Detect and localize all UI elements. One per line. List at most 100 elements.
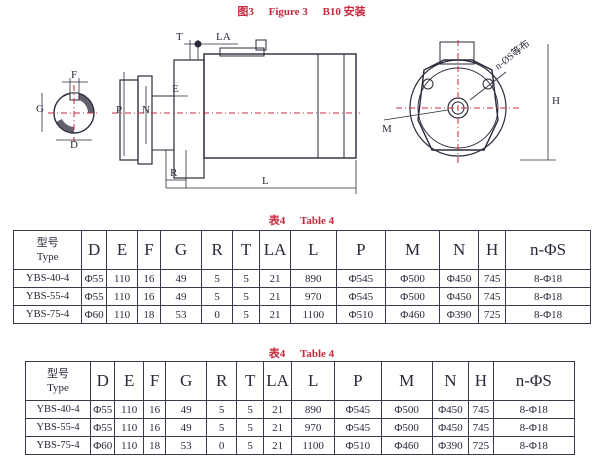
cell: 49: [165, 400, 207, 419]
col-header: n-ΦS: [492, 361, 576, 401]
cell: 16: [137, 269, 161, 288]
col-header: G: [159, 230, 203, 270]
cell: 890: [290, 269, 337, 288]
table-row: YBS-75-4 Φ60 110 18 53 0 5 21 1100 Φ510 …: [12, 305, 591, 324]
table2-title: Table 4: [300, 348, 335, 360]
col-header: LA: [259, 230, 292, 270]
cell: 8-Φ18: [492, 400, 576, 419]
cell: 8-Φ18: [492, 418, 576, 437]
cell: 8-Φ18: [505, 269, 591, 288]
cell: 745: [468, 400, 494, 419]
type-header-en: Type: [47, 382, 69, 394]
cell: 49: [159, 287, 203, 306]
col-header: LA: [262, 361, 293, 401]
col-header: F: [137, 230, 161, 270]
figure-caption: 图3 Figure 3 B10 安装: [0, 3, 603, 19]
cell: Φ450: [438, 269, 480, 288]
table-header-row: 型号 Type D E F G R T LA L P M N H n-ΦS: [24, 361, 576, 401]
cell: 0: [201, 305, 234, 324]
type-header-en: Type: [36, 251, 59, 263]
cell: Φ55: [81, 287, 108, 306]
cell: 21: [262, 436, 293, 455]
spec-table-2: 型号 Type D E F G R T LA L P M N H n-ΦS YB…: [24, 361, 576, 455]
cell: 16: [137, 287, 161, 306]
motor-side-view: T LA E N P R L: [112, 31, 360, 194]
cell: 21: [259, 287, 292, 306]
cell: 1100: [290, 305, 337, 324]
cell: Φ545: [333, 418, 382, 437]
cell: Φ450: [431, 418, 470, 437]
col-header: R: [201, 230, 234, 270]
cell: 970: [290, 287, 337, 306]
col-header: E: [106, 230, 139, 270]
motor-dimension-drawing: F G D T LA E N P R L: [36, 31, 560, 194]
col-header: F: [142, 361, 167, 401]
cell: 5: [236, 400, 264, 419]
table2-caption: 表4 Table 4: [0, 345, 603, 361]
cell-type: YBS-55-4: [24, 418, 92, 437]
col-header: T: [232, 230, 261, 270]
type-header: 型号 Type: [24, 361, 92, 401]
col-header: D: [90, 361, 116, 401]
cell: 8-Φ18: [505, 287, 591, 306]
cell: 0: [205, 436, 238, 455]
type-header: 型号 Type: [12, 230, 83, 270]
cell: Φ390: [431, 436, 470, 455]
cell: 5: [232, 287, 261, 306]
col-header: T: [236, 361, 264, 401]
col-header: H: [478, 230, 507, 270]
cell: 1100: [291, 436, 335, 455]
cell: Φ450: [431, 400, 470, 419]
cell: Φ55: [90, 418, 116, 437]
col-header: N: [438, 230, 480, 270]
cell: 110: [106, 305, 139, 324]
cell: 5: [232, 269, 261, 288]
cell: 110: [114, 436, 144, 455]
cell: Φ500: [380, 400, 433, 419]
cell: Φ55: [90, 400, 116, 419]
col-header: E: [114, 361, 144, 401]
label-D: D: [70, 139, 78, 151]
cell: Φ60: [81, 305, 108, 324]
cell: 21: [259, 305, 292, 324]
label-E: E: [172, 83, 179, 95]
col-header: n-ΦS: [505, 230, 591, 270]
col-header: H: [468, 361, 494, 401]
cell: 5: [205, 418, 238, 437]
cell: 21: [259, 269, 292, 288]
cell: 725: [478, 305, 507, 324]
cell: 110: [106, 269, 139, 288]
cell: Φ500: [385, 269, 440, 288]
cell: 8-Φ18: [492, 436, 576, 455]
cell: 5: [232, 305, 261, 324]
table1-label: 表4: [268, 215, 286, 227]
cell: 49: [159, 269, 203, 288]
col-header: P: [335, 230, 387, 270]
cell: 5: [236, 436, 264, 455]
type-header-cn: 型号: [36, 237, 59, 249]
col-header: N: [431, 361, 470, 401]
cell: Φ510: [335, 305, 387, 324]
label-LA: LA: [216, 31, 231, 43]
table-row: YBS-75-4 Φ60 110 18 53 0 5 21 1100 Φ510 …: [24, 436, 576, 455]
cell: Φ390: [438, 305, 480, 324]
label-H: H: [552, 95, 560, 107]
cell: 745: [478, 269, 507, 288]
cell: Φ55: [81, 269, 108, 288]
cell: Φ460: [385, 305, 440, 324]
cell: 110: [106, 287, 139, 306]
cell-type: YBS-75-4: [12, 305, 83, 324]
cell: 970: [291, 418, 335, 437]
label-M: M: [382, 123, 392, 135]
label-L: L: [262, 175, 269, 187]
cell: 16: [142, 400, 167, 419]
motor-front-view: M n-ØS等布 H: [382, 37, 560, 164]
cell: 5: [201, 287, 234, 306]
label-N: N: [142, 104, 150, 116]
cell: 110: [114, 400, 144, 419]
cell: 745: [478, 287, 507, 306]
col-header: P: [333, 361, 382, 401]
figure-number: 图3: [237, 6, 254, 18]
table1-caption: 表4 Table 4: [0, 212, 603, 228]
cell: Φ460: [380, 436, 433, 455]
